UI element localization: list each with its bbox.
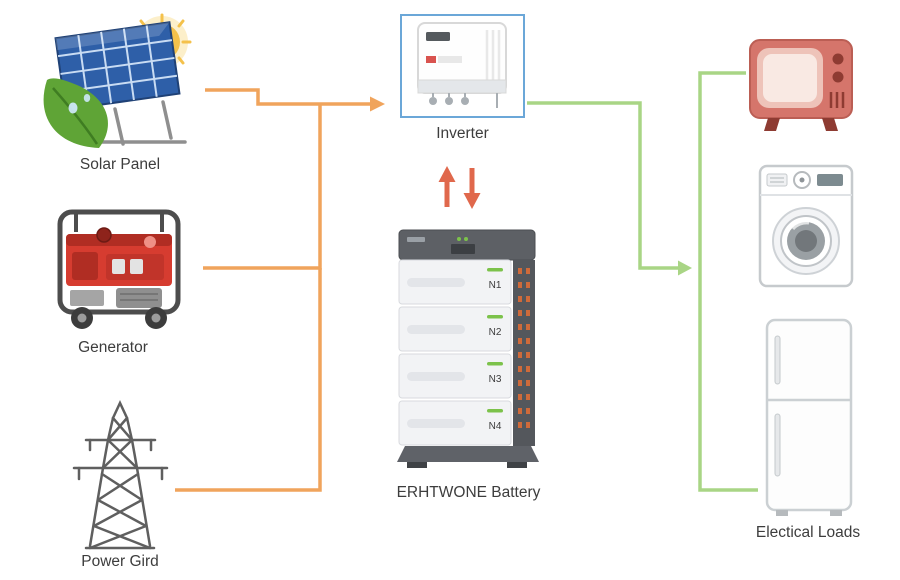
transmission-tower [72, 400, 169, 550]
tv-grille [829, 92, 845, 108]
inverter-input-arrowhead [370, 96, 385, 112]
inverter-label: Inverter [436, 125, 489, 142]
tv-icon [746, 36, 856, 139]
battery-label: ERHTWONE Battery [396, 484, 541, 501]
fridge-handle [774, 335, 781, 385]
generator-to-inverter-line [203, 104, 322, 270]
panel-stand [99, 100, 187, 146]
generator-icon [52, 202, 187, 339]
generator-frame [57, 209, 181, 315]
battery-module-label: N4 [489, 421, 502, 432]
inverter-port-rail [417, 79, 506, 94]
power-grid-label: Power Gird [81, 553, 159, 570]
generator-label: Generator [78, 339, 148, 356]
tv-knob [832, 53, 844, 65]
power-grid-icon [58, 398, 183, 555]
battery-base [397, 446, 539, 462]
inverter-highlight-box [400, 14, 525, 118]
tv-leg [764, 118, 780, 131]
loads-arrowhead [678, 260, 692, 276]
battery-module: N2 [398, 306, 512, 352]
battery-module: N1 [398, 259, 512, 305]
battery-charge-arrowhead-down [463, 193, 481, 209]
fuel-cap [96, 227, 112, 243]
generator-tank [70, 290, 104, 306]
fridge-handle [774, 413, 781, 477]
battery-module: N3 [398, 353, 512, 399]
battery-module: N4 [398, 400, 512, 446]
inverter-icon [416, 22, 507, 108]
battery-rail [513, 260, 535, 446]
battery-icon: N1 N2 N3 N4 [393, 222, 543, 475]
tv-knob [832, 71, 844, 83]
battery-module-label: N1 [489, 280, 502, 291]
leaf-icon [43, 78, 108, 148]
tv-leg [822, 118, 838, 131]
loads-bus-line [698, 71, 758, 492]
battery-charge-arrowhead-up [438, 166, 456, 182]
washer-display [817, 174, 843, 186]
solar-panel-label: Solar Panel [79, 156, 161, 173]
solar-to-inverter-line [205, 88, 370, 106]
electrical-loads-label: Electical Loads [755, 524, 861, 541]
inverter-to-loads-line [527, 101, 678, 270]
grid-to-inverter-line [175, 268, 322, 492]
tv-screen [763, 54, 817, 102]
battery-module-label: N3 [489, 374, 502, 385]
battery-module-label: N2 [489, 327, 502, 338]
solar-panel-icon [35, 12, 210, 159]
washer-drawer [766, 173, 788, 187]
refrigerator-icon [762, 316, 856, 523]
generator-engine [116, 288, 162, 308]
inverter-display [425, 32, 450, 41]
washing-machine-icon [757, 163, 855, 294]
